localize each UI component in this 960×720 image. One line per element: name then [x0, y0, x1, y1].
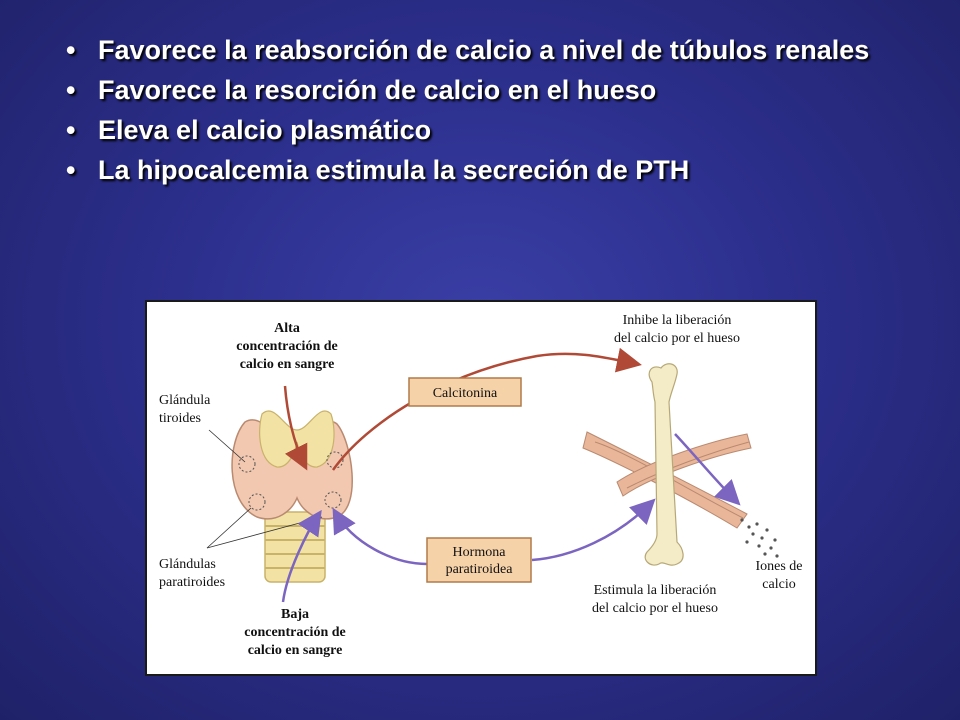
bullet-text: Eleva el calcio plasmático: [98, 115, 432, 145]
calcium-ions: [740, 518, 779, 558]
low-calcium-line3: calcio en sangre: [248, 643, 343, 658]
bullet-text: Favorece la reabsorción de calcio a nive…: [98, 35, 870, 65]
inhibit-label: Inhibe la liberación del calcio por el h…: [614, 313, 740, 346]
pth-label-line1: Hormona: [453, 545, 507, 560]
thyroid-line2: tiroides: [159, 411, 201, 426]
bullet-symbol: •: [66, 115, 76, 145]
ions-line2: calcio: [762, 577, 795, 592]
bullet-item: • Favorece la reabsorción de calcio a ni…: [64, 34, 924, 66]
thyroid-line1: Glándula: [159, 393, 211, 408]
diagram-canvas: Calcitonina Hormona paratiroidea Alta co…: [159, 313, 803, 658]
calcitonin-pathway: [283, 347, 642, 471]
high-calcium-line1: Alta: [274, 321, 300, 336]
bone-illustration: [582, 363, 752, 566]
bullet-text: Favorece la resorción de calcio en el hu…: [98, 75, 657, 105]
calcium-regulation-diagram: Calcitonina Hormona paratiroidea Alta co…: [145, 300, 817, 676]
stimulate-line1: Estimula la liberación: [594, 583, 717, 598]
high-calcium-label: Alta concentración de calcio en sangre: [236, 321, 337, 372]
low-calcium-line1: Baja: [281, 607, 309, 622]
calcitonin-label: Calcitonina: [433, 386, 498, 401]
calcitonin-box: Calcitonina: [408, 377, 522, 407]
pth-label-line2: paratiroidea: [446, 562, 514, 577]
ions-label: Iones de calcio: [755, 559, 802, 592]
bullet-item: • Favorece la resorción de calcio en el …: [64, 74, 924, 106]
parathyroid-line1: Glándulas: [159, 557, 216, 572]
low-calcium-label: Baja concentración de calcio en sangre: [244, 607, 345, 658]
inhibit-line2: del calcio por el hueso: [614, 331, 740, 346]
bullet-symbol: •: [66, 35, 76, 65]
bullet-item: • Eleva el calcio plasmático: [64, 114, 924, 146]
low-calcium-line2: concentración de: [244, 625, 345, 640]
parathyroid-label: Glándulas paratiroides: [159, 557, 225, 590]
bullet-item: • La hipocalcemia estimula la secreción …: [64, 154, 924, 186]
bullet-list: • Favorece la reabsorción de calcio a ni…: [64, 34, 924, 194]
inhibit-line1: Inhibe la liberación: [623, 313, 732, 328]
thyroid-label: Glándula tiroides: [159, 393, 211, 426]
bullet-text: La hipocalcemia estimula la secreción de…: [98, 155, 690, 185]
pth-box: Hormona paratiroidea: [426, 537, 532, 583]
pth-pathway: [281, 498, 656, 603]
parathyroid-line2: paratiroides: [159, 575, 225, 590]
bullet-symbol: •: [66, 155, 76, 185]
high-calcium-line2: concentración de: [236, 339, 337, 354]
bullet-symbol: •: [66, 75, 76, 105]
stimulate-label: Estimula la liberación del calcio por el…: [592, 583, 718, 616]
stimulate-line2: del calcio por el hueso: [592, 601, 718, 616]
ions-line1: Iones de: [755, 559, 802, 574]
trachea-illustration: [264, 511, 326, 583]
high-calcium-line3: calcio en sangre: [240, 357, 335, 372]
